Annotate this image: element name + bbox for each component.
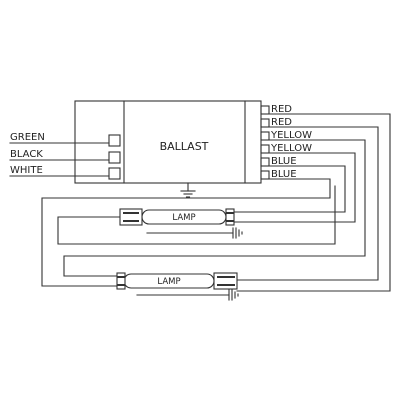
wire-yellow-1 bbox=[63, 139, 366, 277]
wire-lamp1-left bbox=[57, 185, 336, 245]
wire-blue-1 bbox=[232, 165, 346, 213]
terminal-green bbox=[108, 134, 121, 147]
terminal-yellow-2 bbox=[260, 144, 270, 154]
output-wire-label-yellow-1: YELLOW bbox=[270, 130, 312, 141]
lamp-1-left-cap bbox=[119, 208, 143, 226]
ballast-box bbox=[74, 100, 262, 184]
terminal-red-2 bbox=[260, 118, 270, 128]
terminal-blue-2 bbox=[260, 170, 270, 180]
ballast-label: BALLAST bbox=[160, 140, 209, 153]
terminal-yellow-1 bbox=[260, 131, 270, 141]
lamp-2-right-cap bbox=[213, 272, 238, 290]
input-wire-label-black: BLACK bbox=[10, 149, 43, 160]
input-wire-label-green: GREEN bbox=[10, 132, 45, 143]
lamp-2-label: LAMP bbox=[157, 277, 180, 287]
wire-red-2 bbox=[236, 126, 379, 281]
lamp-1-label: LAMP bbox=[172, 213, 195, 223]
input-wire-label-white: WHITE bbox=[10, 165, 43, 176]
terminal-red-1 bbox=[260, 105, 270, 115]
wire-yellow-2 bbox=[232, 152, 356, 223]
lamp-1-right-cap bbox=[225, 208, 235, 226]
wire-red-1 bbox=[236, 113, 391, 292]
lamp-2-left-cap bbox=[116, 272, 126, 290]
output-wire-label-blue-1: BLUE bbox=[271, 156, 297, 167]
terminal-white bbox=[108, 167, 121, 180]
terminal-blue-1 bbox=[260, 157, 270, 167]
output-wire-label-red-2: RED bbox=[271, 117, 292, 128]
output-wire-label-blue-2: BLUE bbox=[271, 169, 297, 180]
output-wire-label-yellow-2: YELLOW bbox=[270, 143, 312, 154]
output-wire-label-red-1: RED bbox=[271, 104, 292, 115]
terminal-black bbox=[108, 151, 121, 164]
wire-blue-2 bbox=[41, 178, 331, 287]
